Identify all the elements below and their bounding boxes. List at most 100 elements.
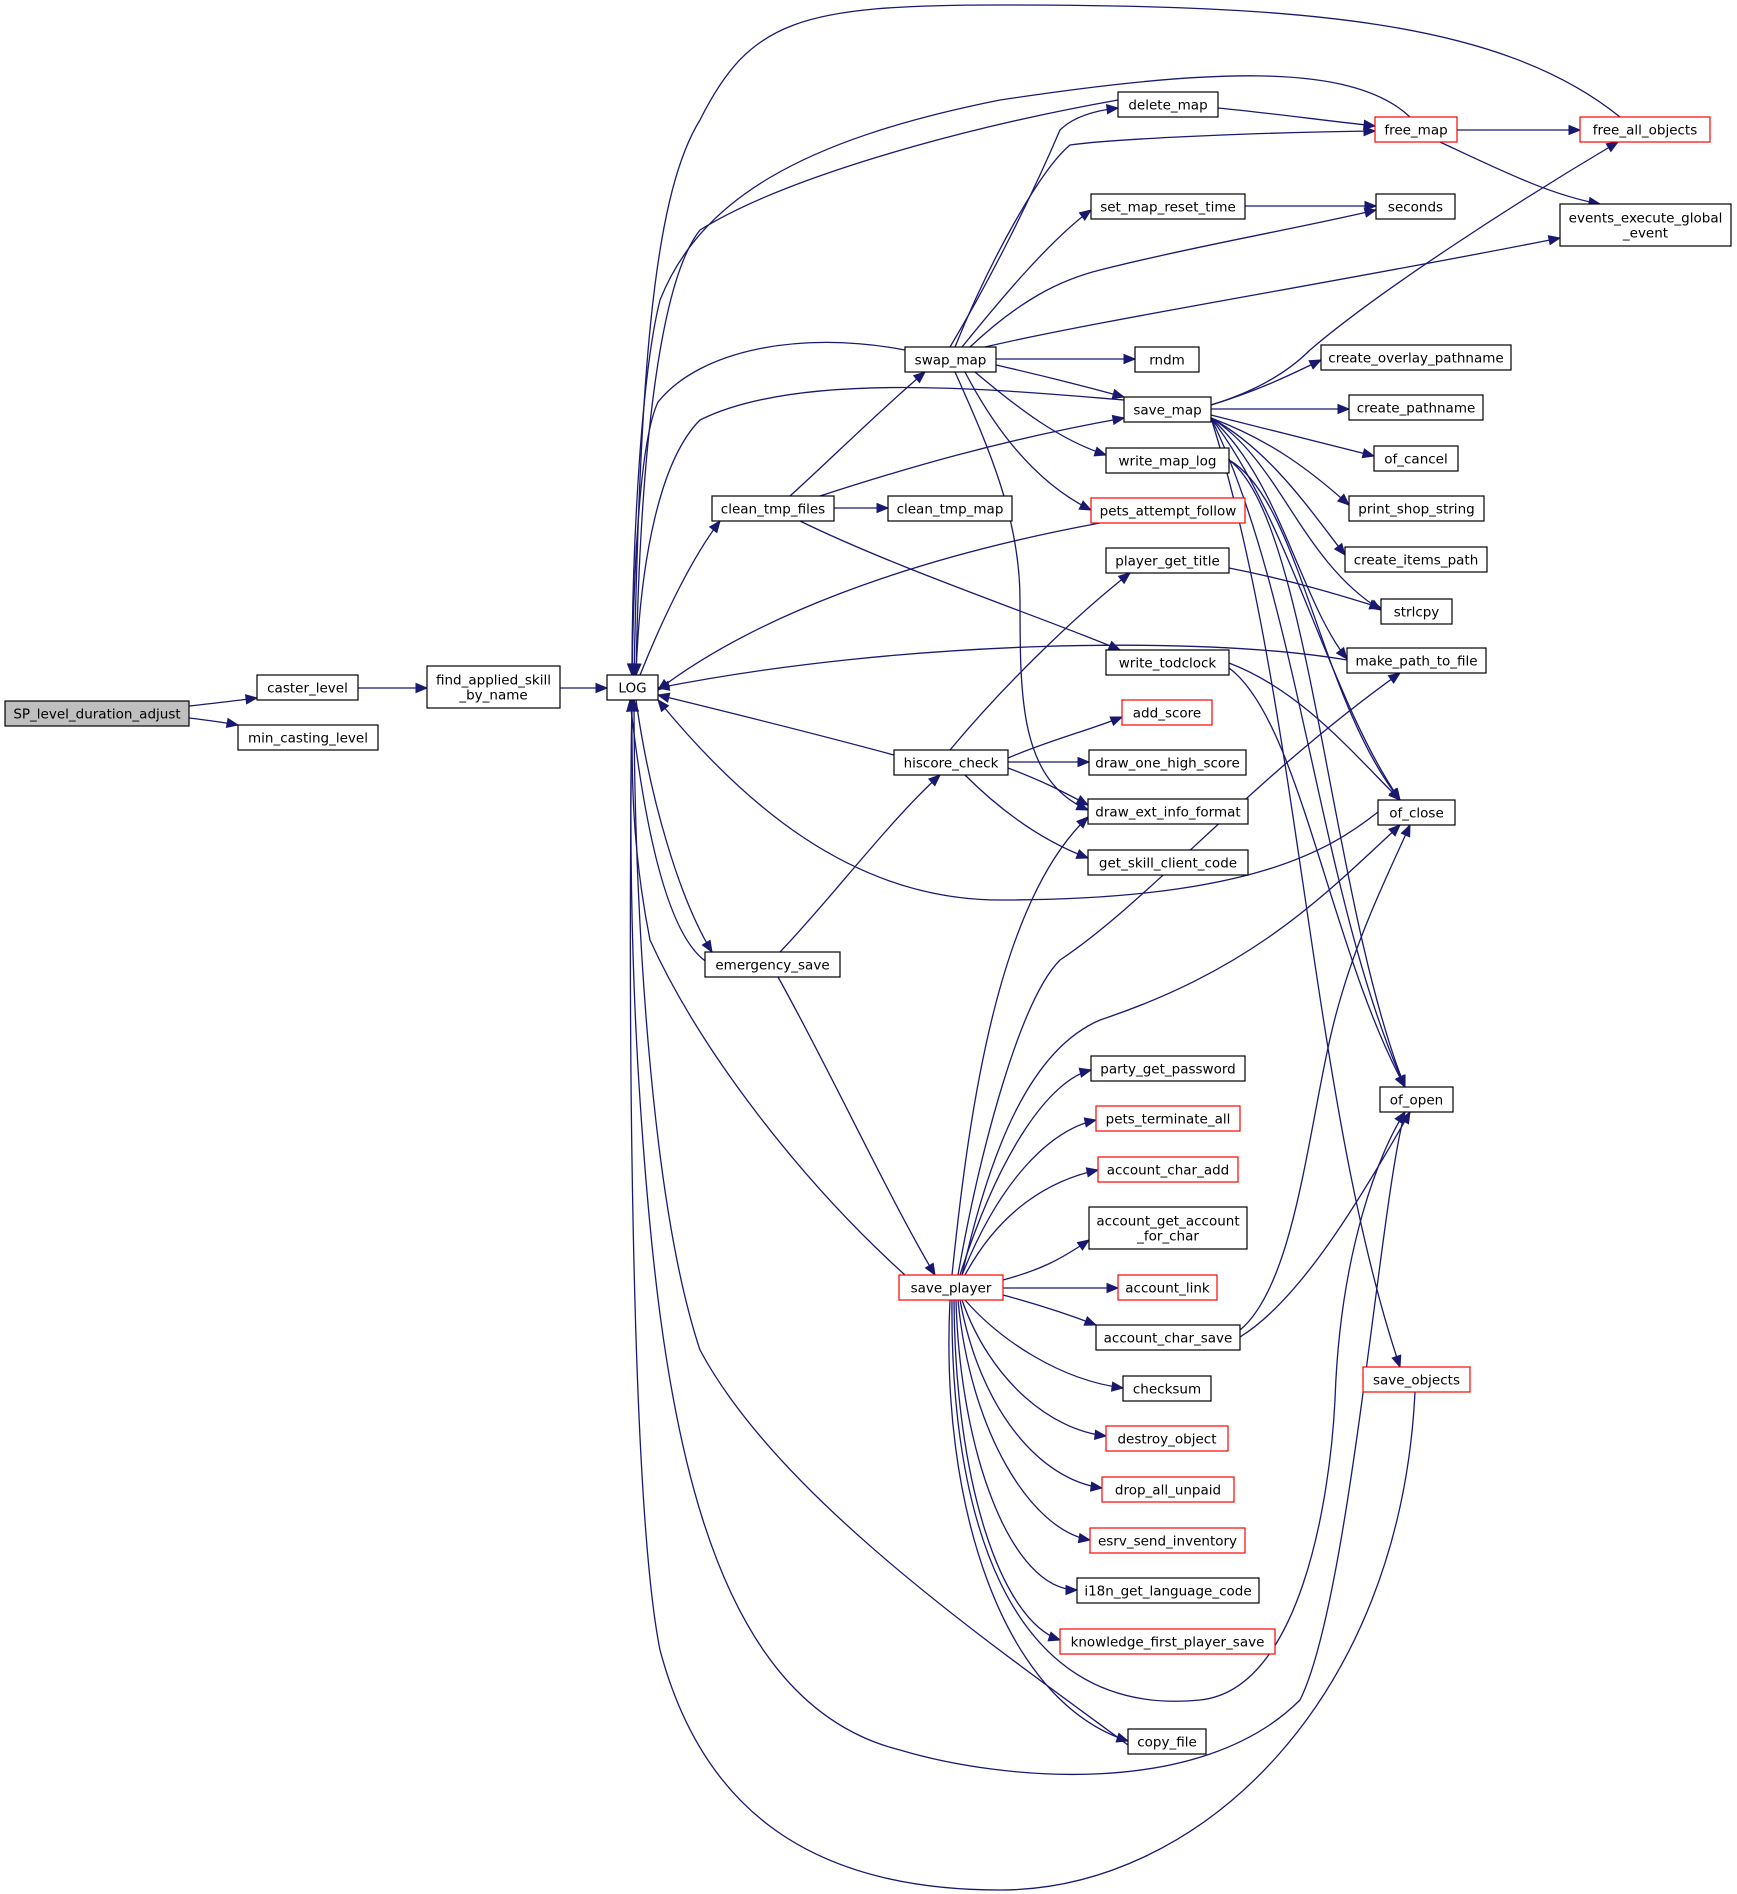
node-account-get-account[interactable]: account_get_account_for_char xyxy=(1088,1206,1248,1250)
node-save-map[interactable]: save_map xyxy=(1123,396,1212,423)
node-rndm[interactable]: rndm xyxy=(1134,346,1200,373)
node-find-applied[interactable]: find_applied_skill_by_name xyxy=(426,665,561,709)
node-free-map[interactable]: free_map xyxy=(1374,116,1458,143)
node-account-char-add[interactable]: account_char_add xyxy=(1097,1156,1239,1183)
node-draw-one-high-score[interactable]: draw_one_high_score xyxy=(1088,749,1247,776)
node-account-link-label: account_link xyxy=(1125,1281,1210,1297)
node-create-overlay-pathname[interactable]: create_overlay_pathname xyxy=(1320,344,1512,371)
node-pets-attempt-follow[interactable]: pets_attempt_follow xyxy=(1090,497,1246,524)
node-create-items-path[interactable]: create_items_path xyxy=(1344,546,1488,573)
edge-swap-map-to-save-map-line xyxy=(995,364,1125,398)
node-write-todclock[interactable]: write_todclock xyxy=(1105,649,1230,676)
edge-pets-attempt-follow-to-log xyxy=(656,522,1101,691)
node-account-char-save[interactable]: account_char_save xyxy=(1095,1324,1241,1351)
node-copy-file[interactable]: copy_file xyxy=(1127,1728,1207,1755)
edge-clean-tmp-files-to-swap-map xyxy=(789,371,927,497)
node-add-score[interactable]: add_score xyxy=(1121,699,1213,726)
node-clean-tmp-map-box xyxy=(887,495,1013,522)
node-drop-all-unpaid-label: drop_all_unpaid xyxy=(1115,1483,1221,1499)
node-esrv-send-inventory[interactable]: esrv_send_inventory xyxy=(1089,1527,1246,1554)
node-events-execute[interactable]: events_execute_global_event xyxy=(1559,203,1732,247)
node-player-get-title-label: player_get_title xyxy=(1115,554,1220,570)
node-sp-label: SP_level_duration_adjust xyxy=(13,707,180,723)
node-pets-terminate-all[interactable]: pets_terminate_all xyxy=(1095,1105,1241,1132)
node-delete-map[interactable]: delete_map xyxy=(1117,91,1219,118)
node-clean-tmp-files[interactable]: clean_tmp_files xyxy=(711,495,835,522)
node-sp[interactable]: SP_level_duration_adjust xyxy=(4,700,190,727)
edge-free-map-to-events-execute xyxy=(1439,141,1602,208)
edge-log-to-emergency-save-arrowhead xyxy=(701,939,713,954)
edge-swap-map-to-draw-ext-info-format-line xyxy=(954,371,1089,811)
edge-hiscore-check-to-log-arrowhead xyxy=(656,692,671,703)
edge-swap-map-to-seconds xyxy=(969,207,1378,348)
edge-delete-map-to-free-map xyxy=(1217,107,1377,130)
node-log[interactable]: LOG xyxy=(606,674,659,701)
edge-swap-map-to-delete-map xyxy=(949,104,1120,348)
node-min-casting-level[interactable]: min_casting_level xyxy=(237,724,379,751)
node-events-execute-label: events_execute_global xyxy=(1569,211,1723,227)
node-events-execute-label: _event xyxy=(1622,226,1668,242)
node-player-get-title[interactable]: player_get_title xyxy=(1105,547,1230,574)
edge-log-to-clean-tmp-files-line xyxy=(639,520,721,676)
edge-set-map-reset-time-to-seconds-arrowhead xyxy=(1364,200,1378,212)
edge-save-player-to-account-char-add-arrowhead xyxy=(1085,1167,1100,1178)
edge-clean-tmp-files-to-save-map xyxy=(819,414,1126,497)
node-checksum-box xyxy=(1122,1375,1212,1402)
edge-save-player-to-checksum xyxy=(964,1299,1125,1392)
node-swap-map[interactable]: swap_map xyxy=(904,346,997,373)
node-sp-box xyxy=(4,700,190,727)
node-account-link[interactable]: account_link xyxy=(1117,1274,1218,1301)
node-party-get-password[interactable]: party_get_password xyxy=(1090,1055,1246,1082)
edge-sp-to-caster-level-arrowhead xyxy=(244,694,259,705)
node-find-applied-label: find_applied_skill xyxy=(436,673,551,689)
node-i18n-get-language-code[interactable]: i18n_get_language_code xyxy=(1076,1577,1260,1604)
node-checksum[interactable]: checksum xyxy=(1122,1375,1212,1402)
edge-save-player-to-i18n-get-language-code xyxy=(955,1299,1079,1596)
edge-save-player-to-pets-terminate-all xyxy=(961,1117,1098,1276)
edge-write-todclock-to-of-open-line xyxy=(1228,667,1406,1088)
edge-swap-map-to-events-execute xyxy=(984,235,1562,348)
node-set-map-reset-time-label: set_map_reset_time xyxy=(1100,200,1236,216)
edge-swap-map-to-set-map-reset-time xyxy=(961,209,1093,348)
edge-free-map-to-log xyxy=(626,75,1411,677)
node-of-close-label: of_close xyxy=(1389,806,1444,822)
node-emergency-save[interactable]: emergency_save xyxy=(704,951,841,978)
node-strlcpy-box xyxy=(1380,598,1453,625)
node-create-pathname[interactable]: create_pathname xyxy=(1348,394,1484,421)
node-hiscore-check[interactable]: hiscore_check xyxy=(893,749,1009,776)
node-seconds[interactable]: seconds xyxy=(1375,193,1456,220)
node-knowledge-first-player-save-box xyxy=(1059,1628,1276,1655)
node-party-get-password-label: party_get_password xyxy=(1100,1062,1235,1078)
node-of-close[interactable]: of_close xyxy=(1377,799,1456,826)
edge-make-path-to-file-to-log xyxy=(656,644,1348,691)
node-get-skill-client-code[interactable]: get_skill_client_code xyxy=(1087,849,1249,876)
edge-save-map-to-save-objects-arrowhead xyxy=(1391,1354,1402,1369)
node-of-cancel-box xyxy=(1373,445,1459,472)
node-draw-ext-info-format[interactable]: draw_ext_info_format xyxy=(1087,798,1249,825)
node-write-map-log[interactable]: write_map_log xyxy=(1105,447,1230,474)
node-destroy-object[interactable]: destroy_object xyxy=(1105,1425,1229,1452)
edge-save-player-to-of-close-line xyxy=(961,824,1401,1276)
node-free-all-objects[interactable]: free_all_objects xyxy=(1579,116,1711,143)
node-save-player[interactable]: save_player xyxy=(898,1274,1004,1301)
node-save-objects[interactable]: save_objects xyxy=(1362,1366,1471,1393)
node-add-score-label: add_score xyxy=(1133,706,1201,722)
node-drop-all-unpaid[interactable]: drop_all_unpaid xyxy=(1101,1476,1235,1503)
edge-copy-file-to-log-line xyxy=(633,699,1129,1746)
node-strlcpy[interactable]: strlcpy xyxy=(1380,598,1453,625)
node-of-open[interactable]: of_open xyxy=(1379,1086,1454,1113)
edge-account-char-save-to-of-close xyxy=(1239,823,1411,1331)
node-set-map-reset-time[interactable]: set_map_reset_time xyxy=(1090,193,1246,220)
edge-save-player-to-drop-all-unpaid-arrowhead xyxy=(1089,1481,1104,1492)
node-clean-tmp-map[interactable]: clean_tmp_map xyxy=(887,495,1013,522)
node-pets-attempt-follow-label: pets_attempt_follow xyxy=(1100,504,1237,520)
edge-save-map-to-log xyxy=(631,386,1125,677)
node-print-shop-string[interactable]: print_shop_string xyxy=(1348,495,1485,522)
node-account-char-add-box xyxy=(1097,1156,1239,1183)
node-knowledge-first-player-save[interactable]: knowledge_first_player_save xyxy=(1059,1628,1276,1655)
edge-sp-to-caster-level xyxy=(188,694,259,707)
node-make-path-to-file[interactable]: make_path_to_file xyxy=(1346,647,1487,674)
node-caster-level[interactable]: caster_level xyxy=(256,674,359,701)
node-of-cancel[interactable]: of_cancel xyxy=(1373,445,1459,472)
